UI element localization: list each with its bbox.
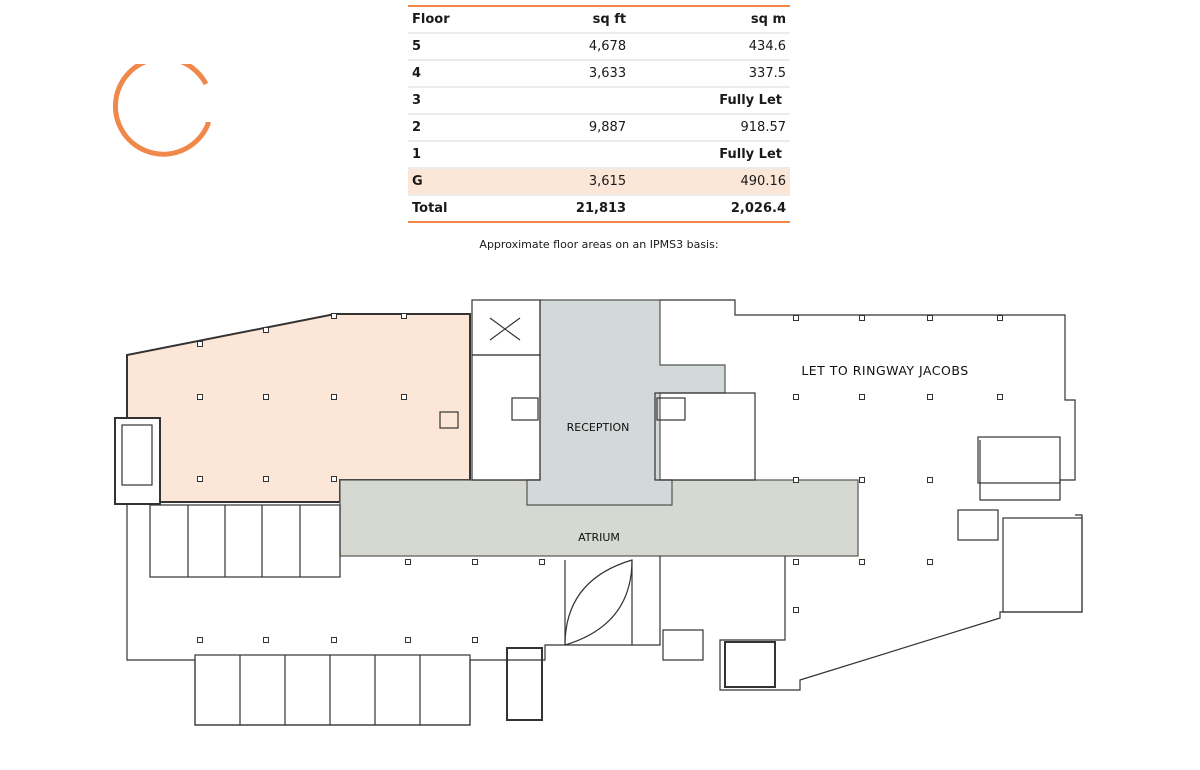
column-marker [263,327,269,333]
table-caption: Approximate floor areas on an IPMS3 basi… [479,238,719,251]
table-row-highlighted: G 3,615 490.16 [408,168,790,196]
floor-cell: 1 [408,141,506,169]
sqm-cell: 918.57 [630,114,790,142]
column-marker [405,637,411,643]
column-marker [793,477,799,483]
header-floor: Floor [408,6,506,34]
sqft-cell: 9,887 [505,114,631,142]
column-marker [859,315,865,321]
column-marker [401,313,407,319]
column-marker [927,315,933,321]
column-marker [263,394,269,400]
plan-walls [114,299,1083,726]
header-sqft: sq ft [505,6,631,34]
status-cell: Fully Let [630,87,790,115]
column-marker [472,637,478,643]
sqft-cell: 3,615 [505,168,631,196]
reception-area [526,299,726,506]
column-marker [927,559,933,565]
table-row: 3 Fully Let [408,87,790,115]
column-marker [401,394,407,400]
header-sqm: sq m [630,6,790,34]
floor-cell: 3 [408,87,506,115]
reception-label: RECEPTION [567,421,630,434]
table-row: 1 Fully Let [408,141,790,169]
column-marker [197,476,203,482]
table-row: 5 4,678 434.6 [408,33,790,61]
empty-cell [505,141,631,169]
sqm-cell: 337.5 [630,60,790,88]
column-marker [331,313,337,319]
status-cell: Fully Let [630,141,790,169]
column-marker [405,559,411,565]
column-marker [472,559,478,565]
column-marker [793,607,799,613]
column-marker [539,559,545,565]
total-sqft: 21,813 [575,201,627,216]
sqft-cell: 3,633 [505,60,631,88]
table-row: 2 9,887 918.57 [408,114,790,142]
floor-cell: 4 [408,60,506,88]
column-marker [997,394,1003,400]
column-marker [859,559,865,565]
column-marker [997,315,1003,321]
atrium-label: ATRIUM [578,531,620,544]
column-marker [927,394,933,400]
total-sqm: 2,026.4 [730,201,786,216]
let-area-label: LET TO RINGWAY JACOBS [801,363,968,378]
column-marker [197,341,203,347]
table-row: 4 3,633 337.5 [408,60,790,88]
floor-area-table: Floor sq ft sq m 5 4,678 434.6 4 3,633 3… [408,5,790,223]
floor-cell: 2 [408,114,506,142]
table-header-row: Floor sq ft sq m [408,6,790,34]
table-total-row: Total 21,813 2,026.4 [408,195,790,222]
column-marker [927,477,933,483]
column-marker [331,637,337,643]
sqm-cell: 490.16 [630,168,790,196]
floor-cell: G [408,168,506,196]
column-marker [197,394,203,400]
available-area [126,313,471,503]
floor-g-logo [112,64,211,157]
empty-cell [505,87,631,115]
column-marker [197,637,203,643]
column-marker [859,394,865,400]
column-marker [793,315,799,321]
structural-columns [197,313,1003,643]
column-marker [793,394,799,400]
sqm-cell: 434.6 [630,33,790,61]
floor-cell: 5 [408,33,506,61]
column-marker [859,477,865,483]
column-marker [263,637,269,643]
column-marker [793,559,799,565]
total-label: Total [412,201,448,216]
column-marker [331,394,337,400]
column-marker [331,476,337,482]
sqft-cell: 4,678 [505,33,631,61]
column-marker [263,476,269,482]
